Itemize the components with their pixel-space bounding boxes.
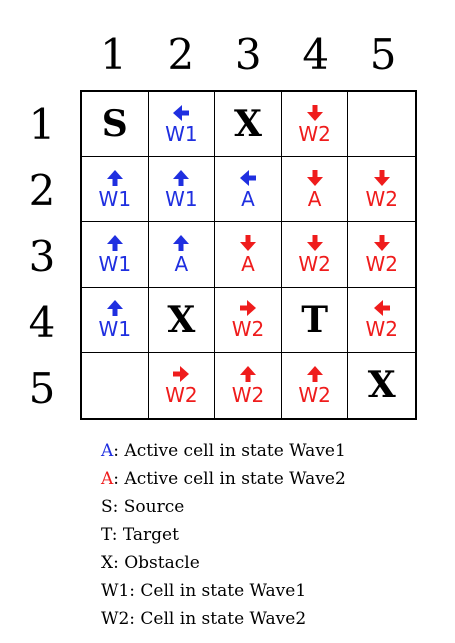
- row-header: 5: [28, 364, 56, 413]
- grid-cell: W1: [148, 157, 216, 223]
- grid-cell: W1: [82, 287, 149, 353]
- legend-prefix: A: [101, 469, 114, 489]
- grid-cell: A: [215, 157, 282, 223]
- cell-symbol: X: [167, 298, 196, 341]
- arrow-down-icon: [373, 169, 390, 186]
- column-header: 4: [302, 30, 330, 79]
- cell-label: W1: [98, 317, 132, 342]
- arrow-right-icon: [239, 300, 256, 317]
- grid-cell: W2: [348, 288, 415, 353]
- grid-cell: X: [215, 92, 282, 158]
- cell-label: W2: [165, 382, 198, 407]
- legend-item: W2: Cell in state Wave2: [101, 605, 346, 633]
- cell-label: W2: [365, 186, 398, 211]
- row-header: 3: [28, 232, 56, 281]
- arrow-down-icon: [306, 234, 323, 251]
- grid-cell: W1: [82, 157, 149, 223]
- legend-item: W1: Cell in state Wave1: [101, 577, 346, 605]
- cell-label: W1: [165, 186, 198, 211]
- cell-label: W2: [298, 251, 331, 276]
- cell-label: W2: [298, 121, 331, 146]
- arrow-left-icon: [239, 169, 256, 186]
- arrow-up-icon: [306, 365, 323, 382]
- column-header: 5: [369, 30, 397, 79]
- cell-symbol: X: [234, 103, 262, 146]
- column-header: 1: [100, 30, 127, 79]
- arrow-up-icon: [106, 169, 123, 186]
- cell-symbol: S: [101, 103, 128, 146]
- legend-text: X: Obstacle: [101, 553, 200, 573]
- row-header: 1: [28, 100, 56, 149]
- column-header: 3: [234, 30, 262, 79]
- cell-label: W1: [98, 251, 132, 276]
- legend-text: W1: Cell in state Wave1: [101, 581, 307, 601]
- arrow-down-icon: [306, 104, 323, 121]
- row-header: 2: [28, 166, 56, 215]
- cell-label: A: [241, 251, 255, 276]
- arrow-right-icon: [173, 365, 190, 382]
- cell-label: W1: [98, 186, 132, 211]
- legend-item: A: Active cell in state Wave2: [101, 465, 346, 493]
- legend-text: S: Source: [101, 497, 185, 517]
- legend-item: A: Active cell in state Wave1: [101, 437, 346, 465]
- cell-symbol: X: [367, 364, 396, 407]
- grid-cell: W2: [348, 157, 415, 223]
- cell-symbol: T: [301, 298, 328, 341]
- legend-text: : Active cell in state Wave2: [113, 469, 346, 489]
- grid-cell: W2: [281, 222, 349, 288]
- arrow-left-icon: [373, 300, 390, 317]
- grid-cell: W1: [148, 92, 216, 158]
- grid-cell: W2: [282, 352, 349, 418]
- legend-text: T: Target: [101, 525, 179, 545]
- row-header: 4: [28, 298, 56, 347]
- grid-cell: W2: [281, 92, 349, 158]
- legend-text: W2: Cell in state Wave2: [101, 609, 307, 629]
- cell-label: W2: [365, 317, 398, 342]
- grid-cell: A: [148, 222, 216, 288]
- grid-cell: W1: [82, 222, 149, 288]
- arrow-down-icon: [306, 169, 323, 186]
- arrow-down-icon: [373, 234, 390, 251]
- arrow-up-icon: [239, 365, 256, 382]
- grid-cell: X: [148, 287, 216, 353]
- grid-cell: T: [281, 287, 349, 353]
- grid-cell: [348, 92, 415, 158]
- grid-cell: X: [348, 353, 415, 418]
- column-header: 2: [167, 30, 195, 79]
- cell-label: W2: [231, 317, 265, 342]
- grid-cell: A: [281, 157, 349, 223]
- arrow-left-icon: [173, 104, 190, 121]
- grid-cell: [82, 352, 149, 418]
- arrow-down-icon: [239, 234, 256, 251]
- cell-label: W2: [231, 382, 265, 407]
- grid-cell: S: [82, 92, 149, 158]
- grid-cell: W2: [348, 222, 415, 288]
- legend-item: T: Target: [101, 521, 346, 549]
- cell-label: W2: [365, 251, 398, 276]
- arrow-up-icon: [106, 234, 123, 251]
- cell-label: A: [307, 186, 322, 211]
- legend-item: S: Source: [101, 493, 346, 521]
- arrow-up-icon: [173, 234, 190, 251]
- grid-cell: W2: [215, 352, 282, 418]
- grid-cell: A: [215, 222, 282, 288]
- cell-label: W1: [165, 121, 198, 146]
- grid-cell: W2: [215, 287, 282, 353]
- cell-label: A: [241, 186, 255, 211]
- grid-cell: W2: [149, 352, 216, 418]
- legend-item: X: Obstacle: [101, 549, 346, 577]
- legend-text: : Active cell in state Wave1: [113, 441, 346, 461]
- arrow-up-icon: [173, 169, 190, 186]
- legend-prefix: A: [101, 441, 114, 461]
- cell-label: W2: [298, 382, 331, 407]
- arrow-up-icon: [106, 300, 123, 317]
- cell-label: A: [174, 251, 189, 276]
